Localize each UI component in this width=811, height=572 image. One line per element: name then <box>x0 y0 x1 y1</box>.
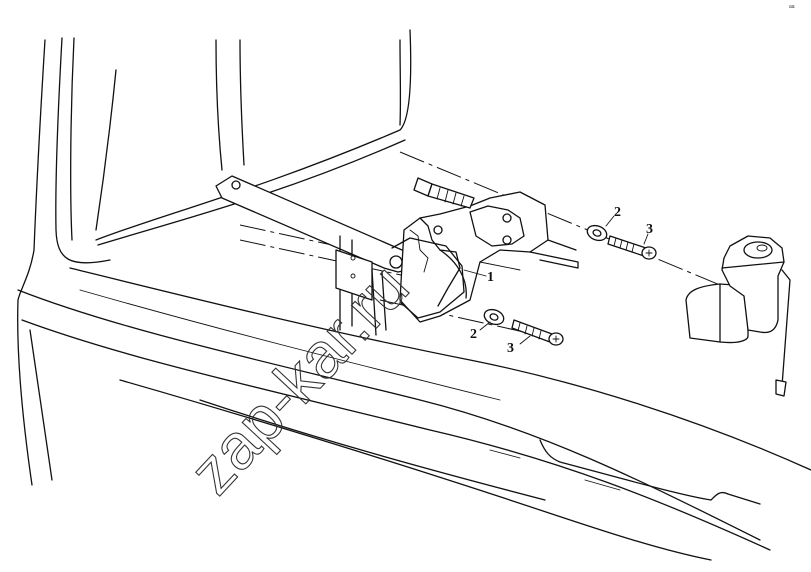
bolt <box>413 177 475 209</box>
washer-upper <box>586 224 608 242</box>
callout-1-bracket: 1 <box>487 270 494 285</box>
corner-mark: aa <box>789 4 795 10</box>
callout-3-screw-upper: 3 <box>646 222 653 237</box>
leader-lines <box>463 215 649 345</box>
bracket-assembly <box>391 191 579 323</box>
callout-2-washer-upper: 2 <box>614 205 621 220</box>
callout-2-washer-lower: 2 <box>470 327 477 342</box>
screw-lower <box>511 319 564 346</box>
mirror-housing <box>685 235 791 397</box>
watermark: zap-kar.ru <box>176 250 423 507</box>
callout-3-screw-lower: 3 <box>507 341 514 356</box>
mirror-arm <box>215 175 410 336</box>
washer-lower <box>483 308 505 326</box>
screw-upper <box>607 235 657 260</box>
